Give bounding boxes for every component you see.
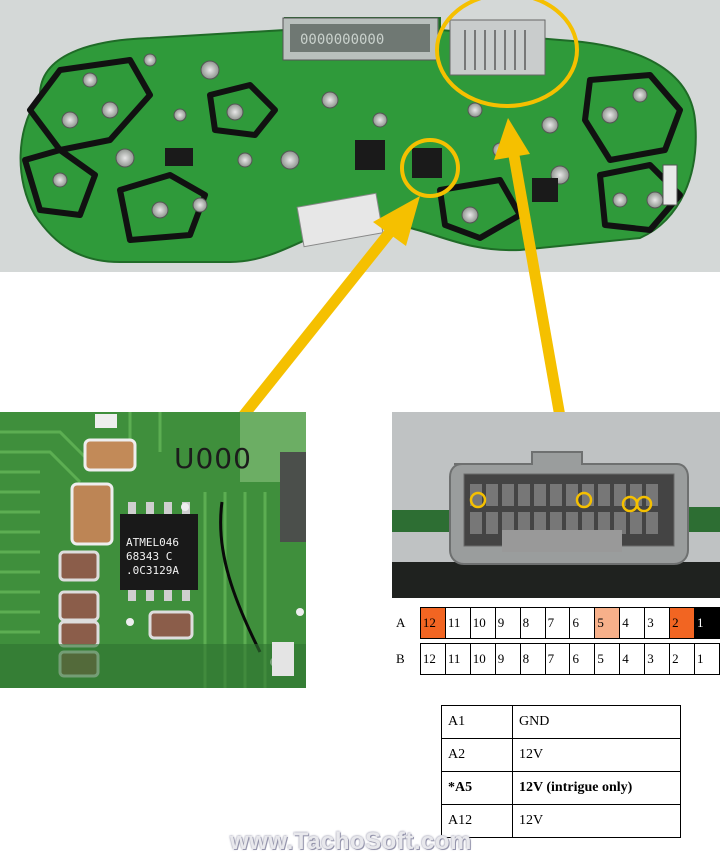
svg-text:0000000000: 0000000000: [300, 32, 384, 48]
pin-cell: 10: [469, 607, 496, 639]
pin-id-cell: *A5: [441, 771, 513, 805]
pin-cell: 1: [694, 607, 720, 639]
pin-row-label: A: [396, 615, 406, 630]
pin-cell: 7: [544, 643, 571, 675]
watermark: www.TachoSoft.com: [230, 828, 472, 855]
instrument-cluster-pcb-photo: 0000000000: [0, 0, 720, 272]
eeprom-chip-closeup-photo: U000 ATMEL046 68343 C .0C3129A: [0, 412, 306, 688]
pin-row-label: B: [396, 651, 405, 666]
pin-function-cell: 12V (intrigue only): [512, 771, 681, 805]
pin-cell: 3: [644, 643, 671, 675]
pin-cell: 6: [569, 607, 596, 639]
pin-cell: 6: [569, 643, 596, 675]
pin-cell: 3: [644, 607, 671, 639]
pin-cell: 2: [669, 643, 695, 675]
pin-cell: 5: [594, 643, 621, 675]
pin-cell: 1: [694, 643, 720, 675]
pin-cell: 4: [619, 643, 646, 675]
chip-marking: ATMEL046 68343 C .0C3129A: [126, 536, 206, 578]
chip-marking-line-3: .0C3129A: [126, 564, 179, 577]
pin-cell: 2: [669, 607, 695, 639]
pin-cell: 4: [619, 607, 646, 639]
pin-id-cell: A2: [441, 738, 513, 772]
chip-marking-line-2: 68343 C: [126, 550, 173, 563]
pin-function-cell: 12V: [512, 738, 681, 772]
pin-cell: 9: [494, 643, 521, 675]
pin-cell: 8: [519, 643, 546, 675]
pin-function-cell: GND: [512, 705, 681, 739]
pin-id-cell: A1: [441, 705, 513, 739]
pin-cell: 10: [469, 643, 496, 675]
pin-id-cell: A12: [441, 804, 513, 838]
pin-cell: 5: [594, 607, 621, 639]
connector-closeup-photo: [392, 412, 720, 598]
pin-cell: 11: [444, 643, 471, 675]
pin-cell: 11: [444, 607, 471, 639]
pin-function-cell: 12V: [512, 804, 681, 838]
pin-cell: 12: [419, 643, 446, 675]
board-designator-label: U000: [174, 442, 252, 475]
pin-cell: 12: [419, 607, 446, 639]
pin-cell: 7: [544, 607, 571, 639]
pin-cell: 8: [519, 607, 546, 639]
chip-marking-line-1: ATMEL046: [126, 536, 179, 549]
pin-cell: 9: [494, 607, 521, 639]
